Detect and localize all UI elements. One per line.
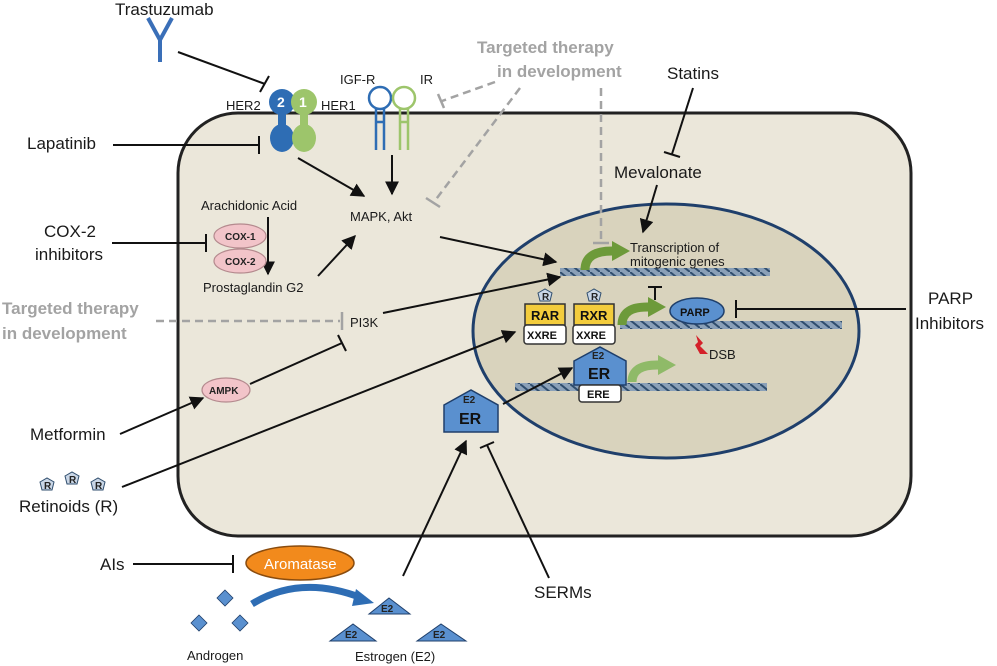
igfr-receptor <box>367 85 417 150</box>
lapatinib-label: Lapatinib <box>27 134 96 153</box>
retinoid-bound-rxr-icon <box>586 288 602 302</box>
retinoids-label: Retinoids (R) <box>19 497 118 516</box>
her2-receptor: 2 <box>269 89 295 152</box>
transcription-green-arrow-2 <box>617 302 651 326</box>
svg-text:2: 2 <box>277 94 285 110</box>
arachidonic-acid-label: Arachidonic Acid <box>201 198 297 213</box>
cox2-inhibitors-line2: inhibitors <box>35 245 103 264</box>
trastuzumab-inhibition <box>177 51 266 85</box>
trastuzumab-antibody-icon <box>146 17 174 62</box>
ere-box <box>578 384 622 403</box>
serms-label: SERMs <box>534 583 592 602</box>
svg-text:1: 1 <box>299 94 307 110</box>
ir-label: IR <box>420 72 433 87</box>
cox1-enzyme <box>213 223 267 249</box>
svg-text:R: R <box>542 292 550 303</box>
cox2-inhibitors-line1: COX-2 <box>44 222 96 241</box>
dna-strand-3 <box>515 383 767 391</box>
svg-text:ER: ER <box>588 366 611 383</box>
svg-text:E2: E2 <box>463 395 476 406</box>
targeted-therapy-mid-line1: Targeted therapy <box>2 299 139 318</box>
her1-label: HER1 <box>321 98 356 113</box>
nucleus <box>471 202 861 460</box>
igfr-label: IGF-R <box>340 72 375 87</box>
xxre-box-2 <box>572 324 616 345</box>
mevalonate-label: Mevalonate <box>614 163 702 182</box>
parp-inhibitors-line1: PARP <box>928 289 973 308</box>
transcription-line2: mitogenic genes <box>630 254 725 269</box>
svg-text:E2: E2 <box>592 351 605 362</box>
retinoid-bound-rar-icon <box>537 288 553 302</box>
svg-text:E2: E2 <box>381 604 394 615</box>
her2-label: HER2 <box>226 98 261 113</box>
her1-receptor: 1 <box>291 89 317 152</box>
parp-enzyme <box>669 297 725 325</box>
trastuzumab-label: Trastuzumab <box>115 0 214 19</box>
nuclear-er-complex <box>573 346 627 386</box>
androgen-molecules-icon <box>190 589 249 632</box>
svg-text:R: R <box>44 481 52 492</box>
retinoid-molecules-icon: R R R <box>39 471 106 492</box>
svg-text:AMPK: AMPK <box>209 386 239 397</box>
svg-text:E2: E2 <box>433 630 446 641</box>
svg-text:RAR: RAR <box>531 308 560 323</box>
targeted-therapy-top-line1: Targeted therapy <box>477 38 614 57</box>
dna-strand-1 <box>560 268 770 276</box>
pi3k-label: PI3K <box>350 315 379 330</box>
androgen-label: Androgen <box>187 648 243 663</box>
svg-text:R: R <box>95 481 103 492</box>
svg-text:XXRE: XXRE <box>527 330 557 342</box>
ampk-enzyme <box>201 377 251 403</box>
estrogen-molecules-icon: E2 E2 E2 <box>328 597 468 642</box>
svg-text:RXR: RXR <box>580 308 608 323</box>
cox2-enzyme <box>213 248 267 274</box>
xxre-box-1 <box>523 324 567 345</box>
parp-inhibitors-line2: Inhibitors <box>915 314 984 333</box>
ais-label: AIs <box>100 555 125 574</box>
svg-text:COX-1: COX-1 <box>225 232 256 243</box>
transcription-green-arrow-3 <box>627 360 661 383</box>
targeted-therapy-top-line2: in development <box>497 62 622 81</box>
dna-strand-2 <box>620 321 842 329</box>
svg-text:PARP: PARP <box>680 307 710 319</box>
svg-text:COX-2: COX-2 <box>225 257 256 268</box>
transcription-line1: Transcription of <box>630 240 719 255</box>
aromatase-enzyme <box>245 545 355 581</box>
prostaglandin-label: Prostaglandin G2 <box>203 280 303 295</box>
svg-text:R: R <box>69 475 77 486</box>
svg-text:ER: ER <box>459 411 482 428</box>
svg-text:ERE: ERE <box>587 389 610 401</box>
mapk-akt-label: MAPK, Akt <box>350 209 413 224</box>
statins-label: Statins <box>667 64 719 83</box>
estrogen-label: Estrogen (E2) <box>355 649 435 664</box>
svg-text:XXRE: XXRE <box>576 330 606 342</box>
cytoplasmic-er-complex <box>443 389 499 433</box>
conversion-arrow <box>250 583 364 607</box>
svg-text:E2: E2 <box>345 630 358 641</box>
dsb-label: DSB <box>709 347 736 362</box>
dsb-break-icon <box>695 335 708 354</box>
targeted-therapy-mid-line2: in development <box>2 324 127 343</box>
svg-text:R: R <box>591 292 599 303</box>
transcription-green-arrow-1 <box>580 246 616 271</box>
metformin-label: Metformin <box>30 425 106 444</box>
svg-text:Aromatase: Aromatase <box>264 556 337 573</box>
